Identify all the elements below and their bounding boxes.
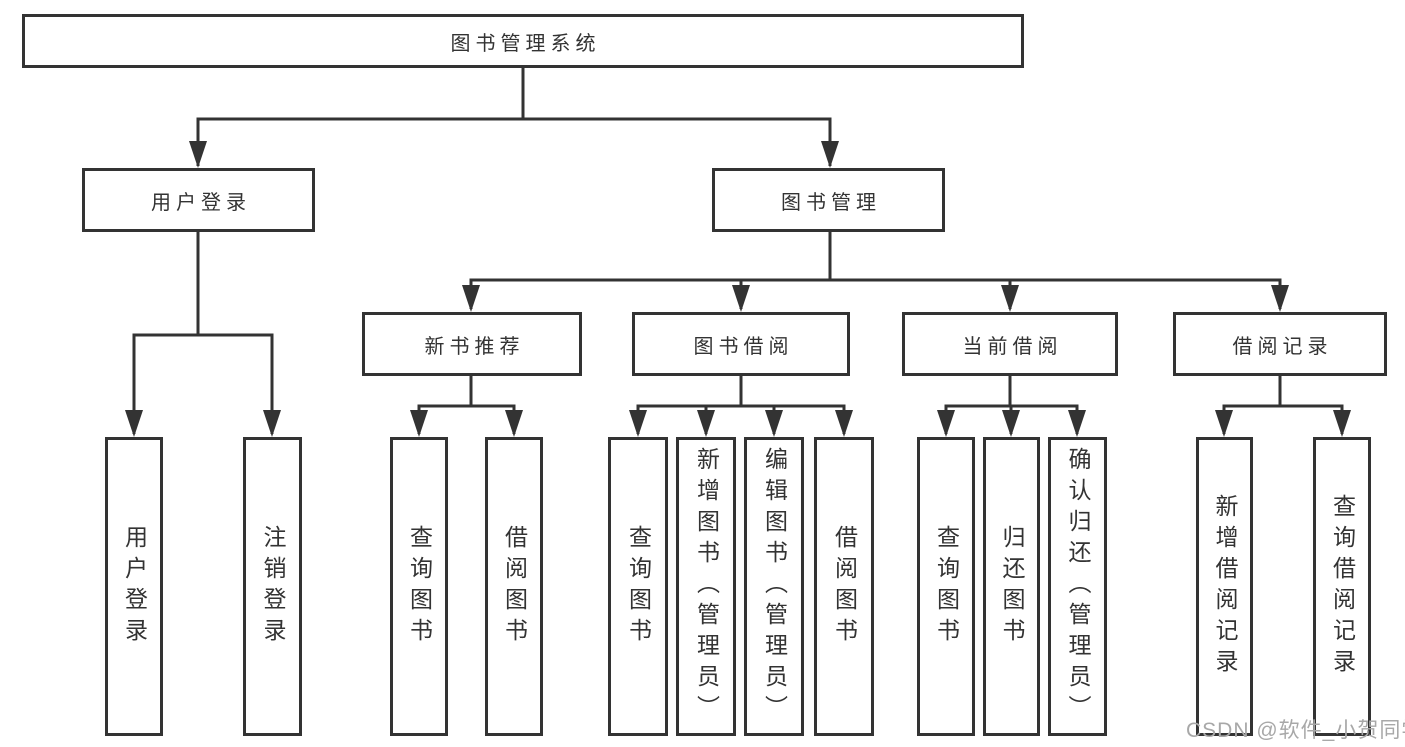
leaf-query-borrow-record: 查询借阅记录 — [1313, 437, 1371, 736]
leaf-borrow-books-recommend: 借阅图书 — [485, 437, 543, 736]
leaf-edit-books-admin: 编辑图书（管理员） — [744, 437, 804, 736]
leaf-return-books: 归还图书 — [983, 437, 1040, 736]
node-user-login-branch: 用户登录 — [82, 168, 315, 232]
leaf-query-books-current: 查询图书 — [917, 437, 975, 736]
csdn-watermark: CSDN @软件_小贺同学 — [1186, 719, 1405, 742]
leaf-query-books-recommend: 查询图书 — [390, 437, 448, 736]
leaf-user-login: 用户登录 — [105, 437, 163, 736]
leaf-add-borrow-record: 新增借阅记录 — [1196, 437, 1253, 736]
node-current-borrow: 当前借阅 — [902, 312, 1118, 376]
node-new-book-recommend: 新书推荐 — [362, 312, 582, 376]
leaf-confirm-return-admin: 确认归还（管理员） — [1048, 437, 1107, 736]
node-book-borrow: 图书借阅 — [632, 312, 850, 376]
node-borrow-records: 借阅记录 — [1173, 312, 1387, 376]
node-library-management-system: 图书管理系统 — [22, 14, 1024, 68]
node-book-management-branch: 图书管理 — [712, 168, 945, 232]
leaf-logout: 注销登录 — [243, 437, 302, 736]
leaf-query-books-borrow: 查询图书 — [608, 437, 668, 736]
leaf-add-books-admin: 新增图书（管理员） — [676, 437, 736, 736]
leaf-borrow-books: 借阅图书 — [814, 437, 874, 736]
